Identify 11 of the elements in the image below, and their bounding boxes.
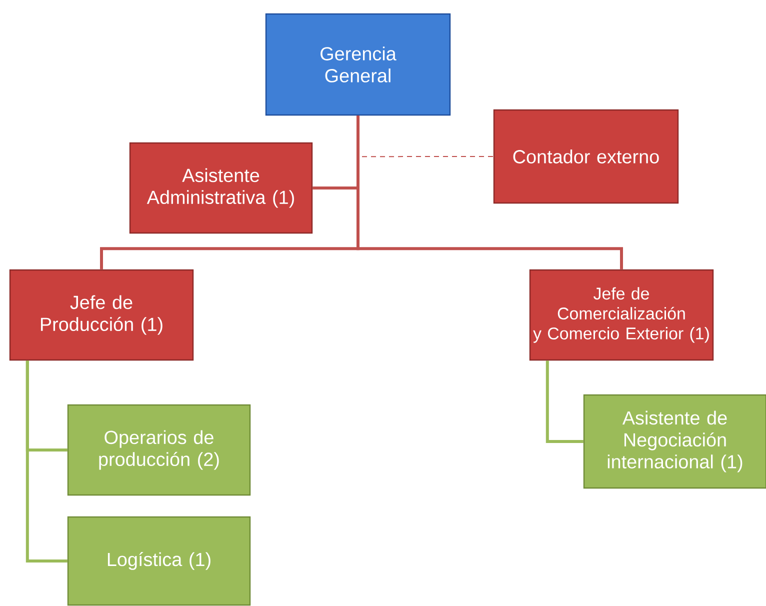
- org-box: Logística (1): [67, 516, 251, 606]
- connector-line: [546, 360, 584, 443]
- org-box: Jefe de Comercialización y Comercio Exterior (1): [529, 269, 714, 361]
- org-box: Jefe de Producción (1): [9, 269, 194, 361]
- connector-line: [26, 360, 68, 562]
- org-box: Operarios de producción (2): [67, 404, 251, 496]
- connector-line: [356, 116, 623, 270]
- org-box: Asistente Administrativa (1): [129, 142, 313, 234]
- org-box: Asistente de Negociación internacional (1): [583, 394, 766, 489]
- org-box: Contador externo: [493, 109, 679, 204]
- org-box: Gerencia General: [265, 13, 451, 116]
